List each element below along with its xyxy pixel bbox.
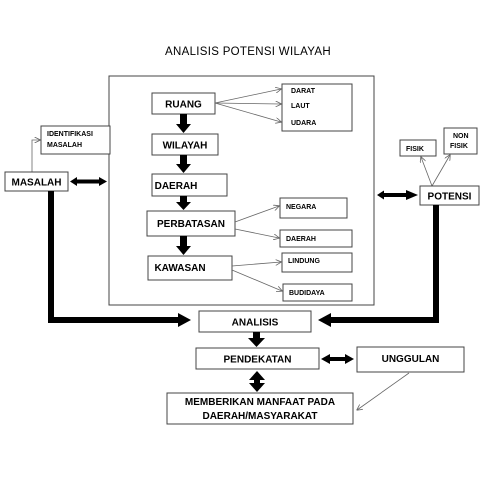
node-analisis-label: ANALISIS bbox=[232, 318, 279, 329]
node-fisik-label: FISIK bbox=[406, 146, 424, 153]
non-fisik-line1: NON bbox=[453, 133, 469, 140]
branch-negara: NEGARA bbox=[286, 204, 316, 211]
branch-daerah: DAERAH bbox=[286, 236, 316, 243]
node-perbatasan: PERBATASAN bbox=[146, 210, 236, 237]
arrow-analisis-pendekatan bbox=[248, 332, 265, 347]
node-daerah: DAERAH bbox=[151, 173, 228, 197]
node-perbatasan-label: PERBATASAN bbox=[157, 219, 225, 230]
main-frame bbox=[108, 75, 375, 306]
arrow-daerah-perbatasan bbox=[176, 196, 191, 210]
thick-path-potensi-analisis bbox=[318, 205, 439, 327]
node-kawasan: KAWASAN bbox=[147, 255, 233, 281]
node-daerah-label: DAERAH bbox=[155, 181, 198, 192]
branch-laut: LAUT bbox=[291, 103, 310, 110]
arrow-wilayah-daerah bbox=[176, 155, 191, 173]
link-potensi-fisik bbox=[421, 157, 433, 187]
arrow-perbatasan-kawasan bbox=[176, 236, 191, 255]
perbatasan-branches: NEGARA DAERAH bbox=[234, 197, 353, 248]
node-manfaat: MEMBERIKAN MANFAAT PADA DAERAH/MASYARAKA… bbox=[166, 392, 354, 425]
node-ruang-label: RUANG bbox=[165, 100, 202, 111]
thick-path-masalah-analisis bbox=[48, 191, 191, 327]
node-unggulan: UNGGULAN bbox=[356, 346, 465, 373]
branch-udara: UDARA bbox=[291, 120, 316, 127]
manfaat-line1: MEMBERIKAN MANFAAT PADA bbox=[185, 397, 335, 408]
node-pendekatan: PENDEKATAN bbox=[195, 347, 320, 370]
node-potensi-label: POTENSI bbox=[428, 192, 472, 203]
node-analisis: ANALISIS bbox=[198, 310, 312, 333]
branch-budidaya: BUDIDAYA bbox=[289, 290, 325, 297]
arrow-pendekatan-manfaat bbox=[249, 371, 265, 392]
node-masalah: MASALAH bbox=[4, 171, 69, 192]
ruang-branches: DARAT LAUT UDARA bbox=[214, 83, 353, 132]
node-wilayah-label: WILAYAH bbox=[163, 141, 208, 152]
identifikasi-line2: MASALAH bbox=[47, 142, 82, 149]
branch-darat: DARAT bbox=[291, 88, 316, 95]
arrow-masalah-frame bbox=[70, 177, 107, 186]
identifikasi-line1: IDENTIFIKASI bbox=[47, 131, 93, 138]
manfaat-line2: DAERAH/MASYARAKAT bbox=[202, 411, 317, 422]
node-identifikasi: IDENTIFIKASI MASALAH bbox=[40, 125, 111, 155]
node-kawasan-label: KAWASAN bbox=[154, 263, 205, 274]
arrow-pendekatan-unggulan bbox=[321, 354, 354, 364]
kawasan-branches: LINDUNG BUDIDAYA bbox=[231, 252, 353, 302]
arrow-ruang-wilayah bbox=[176, 114, 191, 133]
link-masalah-identifikasi bbox=[31, 140, 40, 172]
link-unggulan-manfaat bbox=[357, 372, 410, 410]
node-potensi: POTENSI bbox=[419, 185, 480, 206]
node-fisik: FISIK bbox=[399, 139, 437, 157]
link-potensi-nonfisik bbox=[431, 155, 450, 187]
node-masalah-label: MASALAH bbox=[12, 178, 62, 189]
node-wilayah: WILAYAH bbox=[151, 133, 219, 156]
branch-lindung: LINDUNG bbox=[288, 258, 320, 265]
node-non-fisik: NON FISIK bbox=[443, 127, 478, 155]
node-pendekatan-label: PENDEKATAN bbox=[224, 355, 292, 366]
arrow-potensi-frame bbox=[377, 190, 418, 200]
chain-arrows bbox=[176, 114, 191, 255]
node-unggulan-label: UNGGULAN bbox=[382, 354, 440, 365]
diagram-title: ANALISIS POTENSI WILAYAH bbox=[165, 46, 331, 58]
node-ruang: RUANG bbox=[151, 92, 216, 115]
non-fisik-line2: FISIK bbox=[450, 143, 468, 150]
